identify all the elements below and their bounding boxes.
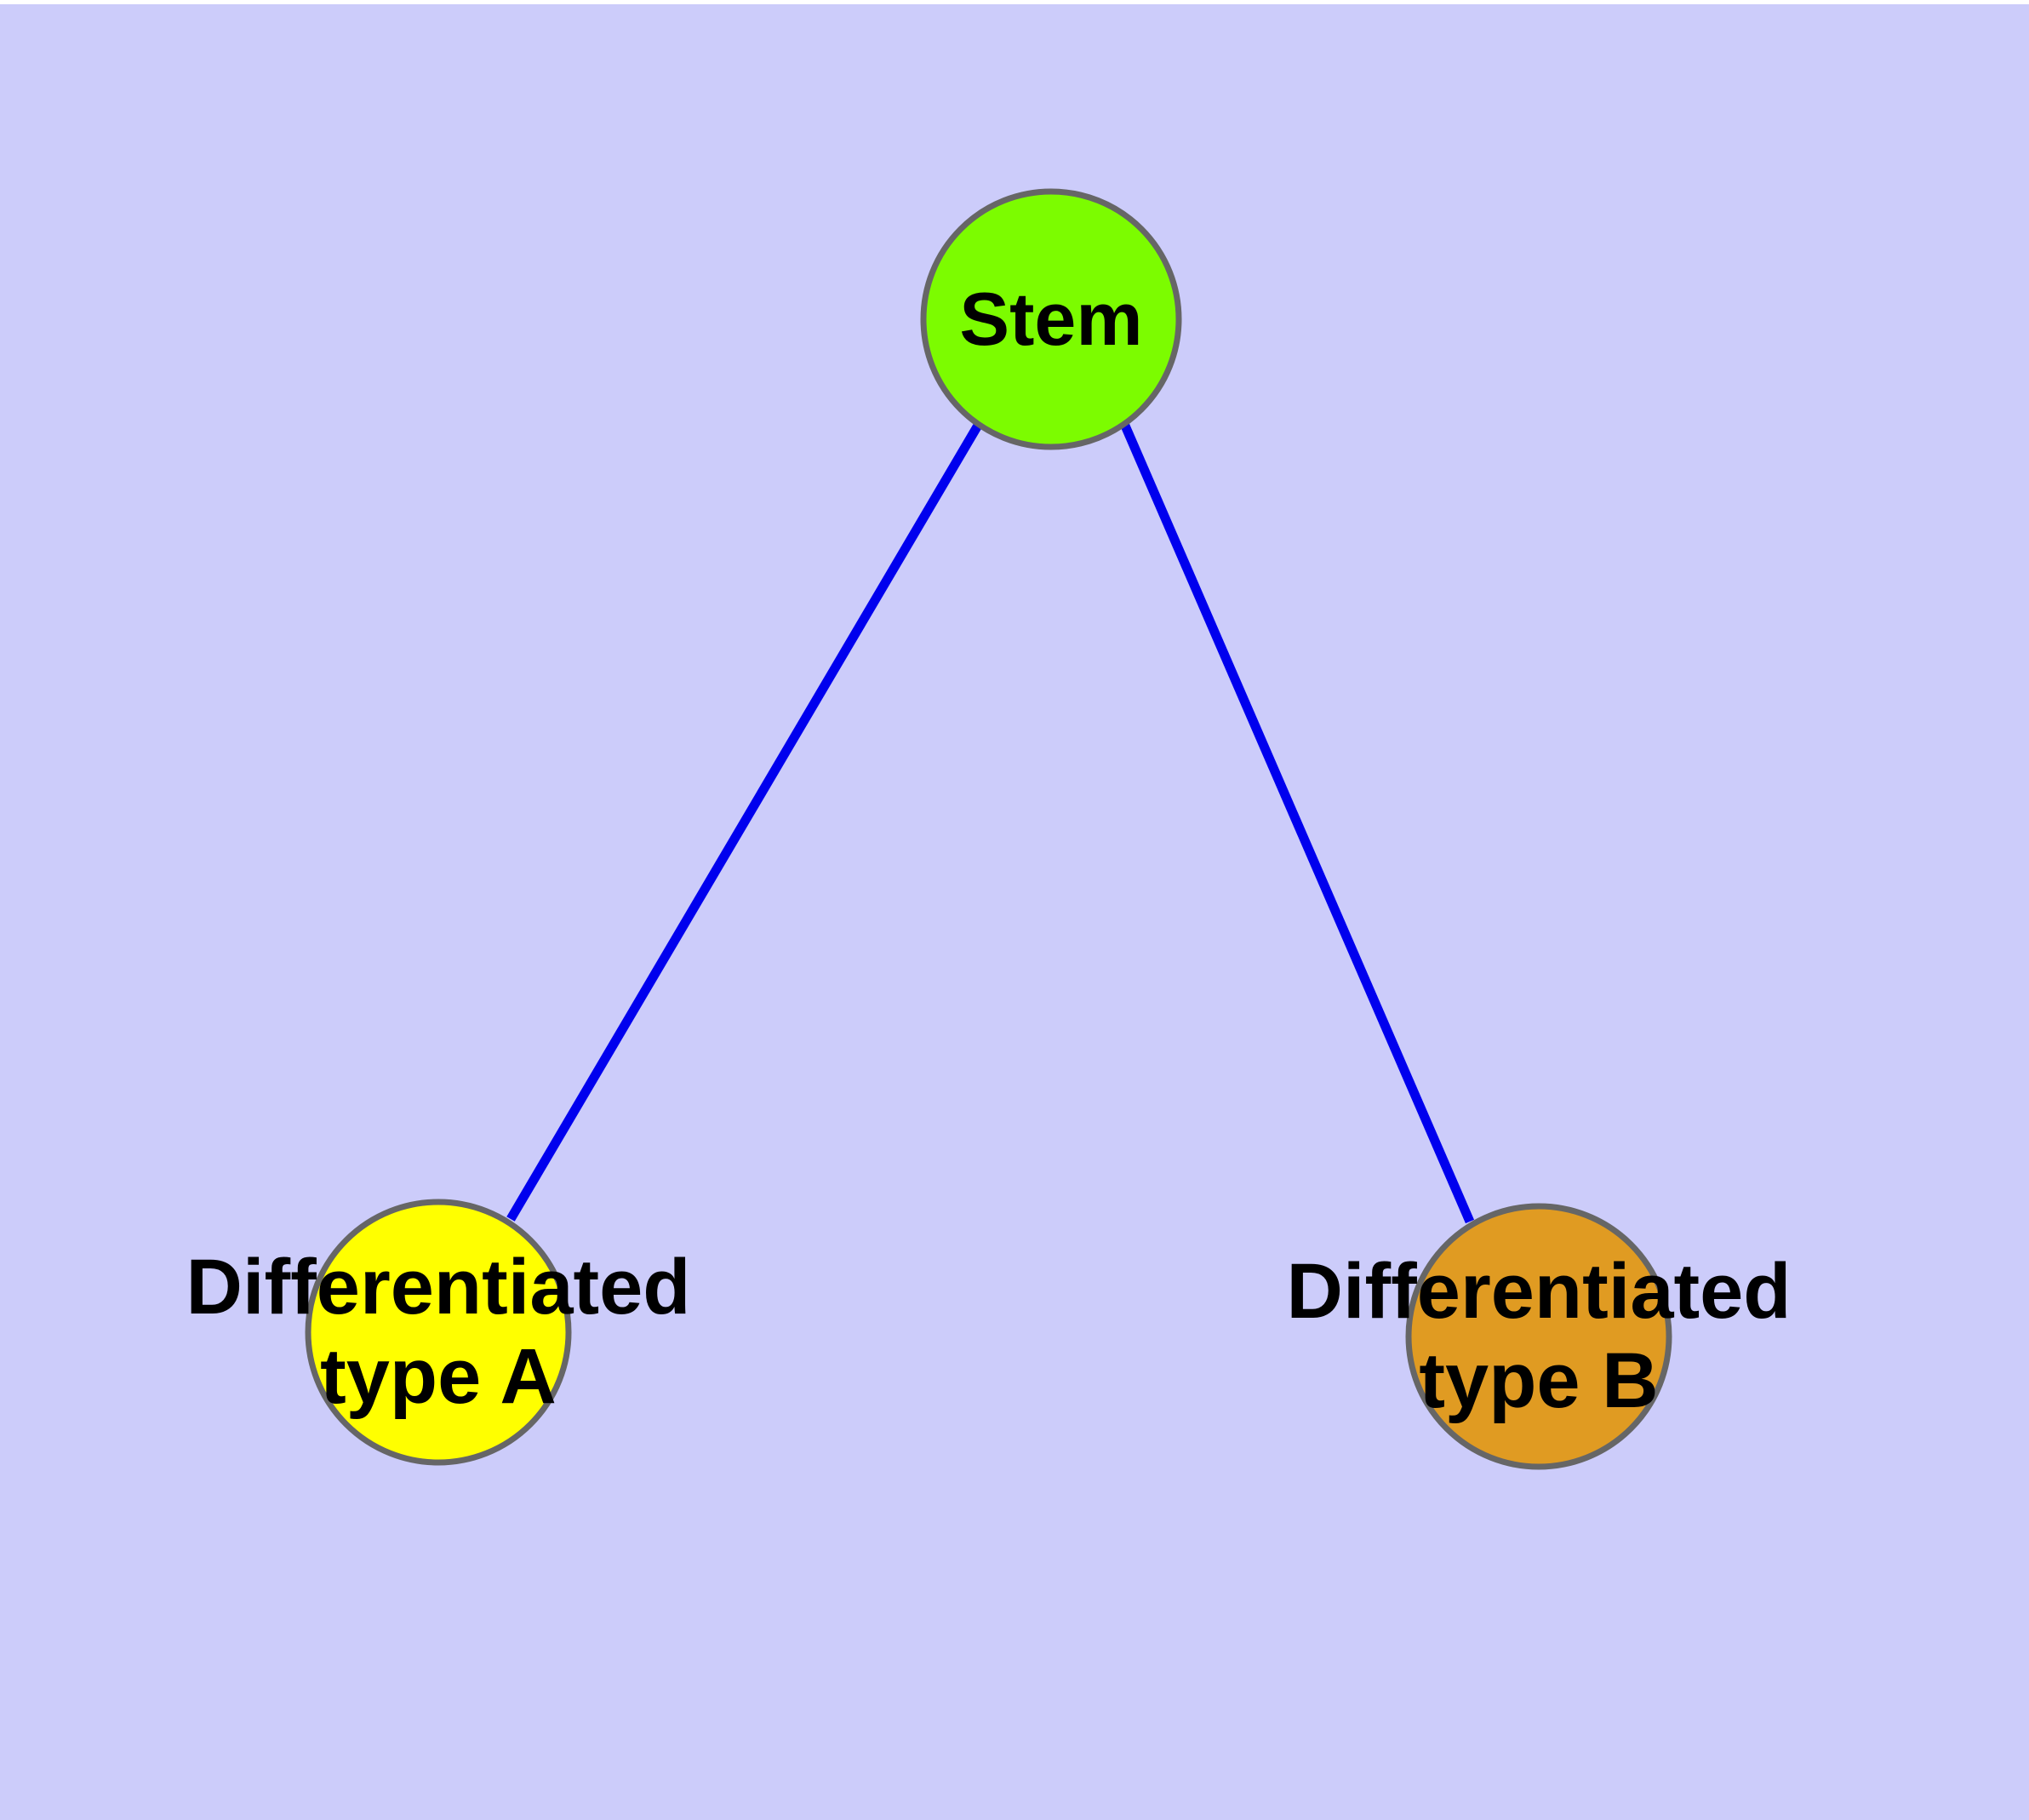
edge-layer <box>506 421 1475 1224</box>
graph-node-stem[interactable] <box>920 188 1182 450</box>
graph-node-diff_b[interactable] <box>1405 1203 1672 1470</box>
graph-node-diff_a[interactable] <box>305 1199 572 1466</box>
node-layer <box>305 188 1672 1470</box>
graph-edge-stem-to-diff_b[interactable] <box>1120 423 1475 1224</box>
graph-edge-stem-to-diff_a[interactable] <box>506 421 983 1222</box>
